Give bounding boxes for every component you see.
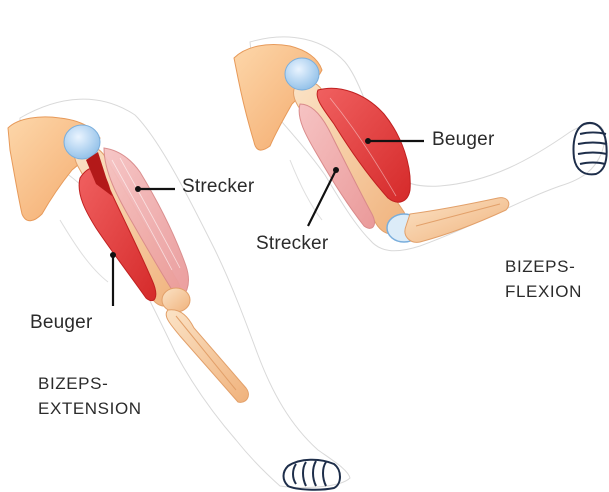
flexion-flexor-label: Beuger [432, 129, 494, 151]
extension-flexor-label: Beuger [30, 312, 92, 334]
extension-caption-line1: BIZEPS- [38, 373, 108, 395]
flexion-shoulder-joint [285, 58, 319, 90]
flexion-extensor-leader [308, 170, 336, 226]
extension-extensor-label: Strecker [182, 176, 254, 198]
extension-extensor-dot [135, 186, 141, 192]
extension-elbow-joint [162, 288, 190, 312]
extension-arm [8, 99, 350, 490]
flexion-arm [234, 37, 607, 251]
flexion-extensor-dot [333, 167, 339, 173]
flexion-caption-line1: BIZEPS- [505, 256, 575, 278]
extension-flexor-dot [110, 252, 116, 258]
flexion-caption-line2: FLEXION [505, 281, 582, 303]
extension-caption-line2: EXTENSION [38, 398, 142, 420]
flexion-flexor-dot [365, 138, 371, 144]
flexion-extensor-label: Strecker [256, 233, 328, 255]
extension-shoulder-joint [64, 125, 100, 159]
